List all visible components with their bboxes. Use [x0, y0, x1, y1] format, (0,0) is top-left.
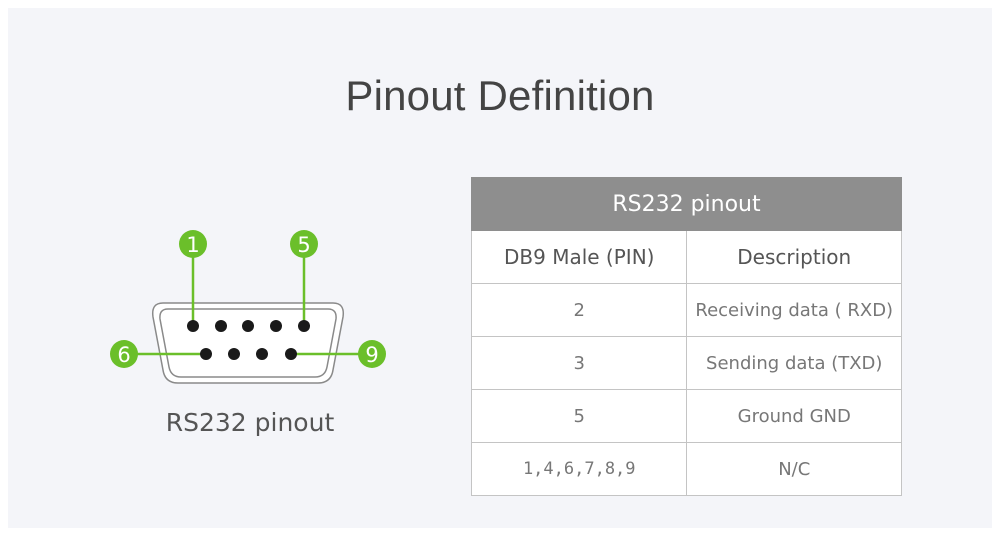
description-cell: Receiving data ( RXD) — [686, 283, 902, 337]
table-row: 2 Receiving data ( RXD) — [470, 283, 902, 337]
pin-7 — [228, 348, 240, 360]
table-row: 1,4,6,7,8,9 N/C — [470, 442, 902, 496]
connector-caption: RS232 pinout — [165, 408, 335, 437]
pin-4 — [270, 320, 282, 332]
callout-label-6: 6 — [117, 343, 130, 367]
pinout-table: RS232 pinout DB9 Male (PIN) Description … — [470, 177, 902, 496]
column-header-pin: DB9 Male (PIN) — [470, 230, 688, 284]
callout-label-9: 9 — [365, 343, 378, 367]
callout-label-5: 5 — [297, 233, 310, 257]
column-header-description: Description — [686, 230, 902, 284]
callout-label-1: 1 — [186, 233, 199, 257]
callout-badge-1: 1 — [179, 230, 207, 258]
table-row: 5 Ground GND — [470, 389, 902, 443]
pin-cell: 1,4,6,7,8,9 — [470, 442, 688, 496]
pin-8 — [256, 348, 268, 360]
pin-2 — [215, 320, 227, 332]
table-row: 3 Sending data (TXD) — [470, 336, 902, 390]
pin-9 — [285, 348, 297, 360]
pin-1 — [187, 320, 199, 332]
connector-shell-inner — [159, 308, 337, 378]
page-title: Pinout Definition — [345, 72, 655, 119]
description-cell: N/C — [686, 442, 902, 496]
description-cell: Ground GND — [686, 389, 902, 443]
pin-3 — [242, 320, 254, 332]
pin-6 — [200, 348, 212, 360]
pin-cell: 5 — [470, 389, 688, 443]
pin-5 — [298, 320, 310, 332]
callout-badge-9: 9 — [358, 340, 386, 368]
pin-cell: 2 — [470, 283, 688, 337]
callout-badge-6: 6 — [110, 340, 138, 368]
description-cell: Sending data (TXD) — [686, 336, 902, 390]
db9-connector-diagram: 1 5 6 9 — [110, 230, 386, 384]
table-title: RS232 pinout — [471, 177, 902, 231]
callout-badge-5: 5 — [290, 230, 318, 258]
pin-cell: 3 — [470, 336, 688, 390]
